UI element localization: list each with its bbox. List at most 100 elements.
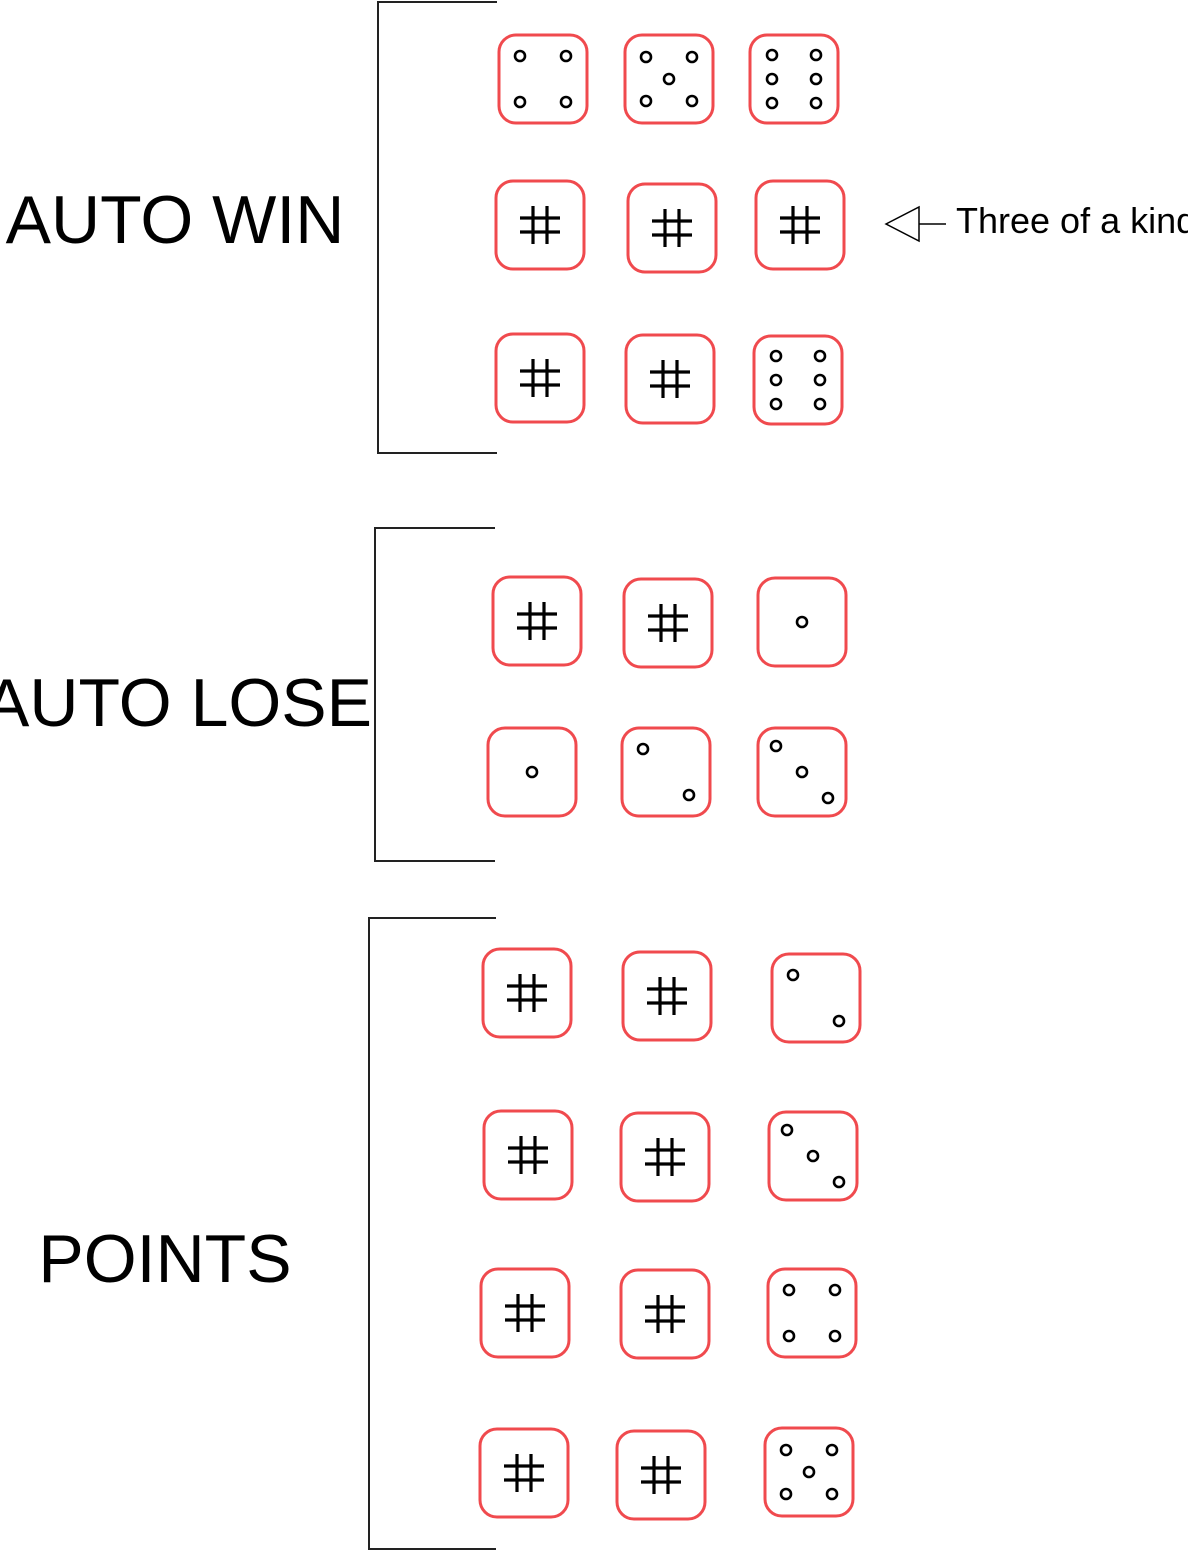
pip-icon — [832, 1014, 846, 1028]
die-frame — [619, 1268, 711, 1360]
pip-icon — [636, 742, 650, 756]
die-frame — [766, 1267, 858, 1359]
die-frame — [619, 1111, 711, 1203]
pip-icon — [832, 1175, 846, 1189]
die-frame — [626, 182, 718, 274]
die-frame — [767, 1110, 859, 1202]
hash-icon — [648, 604, 688, 642]
pip-icon — [802, 1465, 816, 1479]
die-frame — [624, 333, 716, 425]
die-one — [756, 576, 848, 668]
die-hash — [624, 333, 716, 425]
section-label-auto-lose: AUTO LOSE — [0, 665, 372, 741]
die-hash — [478, 1427, 570, 1519]
die-hash — [491, 575, 583, 667]
section-bracket — [374, 527, 495, 862]
pip-icon — [828, 1283, 842, 1297]
die-hash — [619, 1111, 711, 1203]
pip-icon — [779, 1443, 793, 1457]
section-auto-win: AUTO WIN — [6, 1, 497, 454]
hash-icon — [520, 206, 560, 244]
hash-icon — [652, 209, 692, 247]
pip-icon — [765, 96, 779, 110]
hash-icon — [504, 1454, 544, 1492]
die-three — [767, 1110, 859, 1202]
die-frame — [763, 1426, 855, 1518]
hash-icon — [645, 1138, 685, 1176]
die-hash — [482, 1109, 574, 1201]
pip-icon — [795, 615, 809, 629]
die-frame — [620, 726, 712, 818]
pip-icon — [825, 1443, 839, 1457]
pip-icon — [795, 765, 809, 779]
pip-icon — [809, 48, 823, 62]
pip-icon — [779, 1487, 793, 1501]
die-frame — [486, 726, 578, 818]
die-five — [763, 1426, 855, 1518]
die-hash — [494, 179, 586, 271]
die-hash — [619, 1268, 711, 1360]
pip-icon — [821, 791, 835, 805]
pip-icon — [813, 397, 827, 411]
die-frame — [479, 1267, 571, 1359]
hash-icon — [507, 974, 547, 1012]
die-hash — [626, 182, 718, 274]
pip-icon — [769, 397, 783, 411]
die-frame — [748, 33, 840, 125]
die-hash — [479, 1267, 571, 1359]
die-hash — [754, 179, 846, 271]
left-arrow-icon — [884, 205, 946, 243]
die-six — [748, 33, 840, 125]
die-six — [752, 334, 844, 426]
pip-icon — [685, 94, 699, 108]
pip-icon — [765, 72, 779, 86]
pip-icon — [525, 765, 539, 779]
pip-icon — [513, 95, 527, 109]
die-frame — [615, 1429, 707, 1521]
pip-icon — [769, 373, 783, 387]
die-two — [620, 726, 712, 818]
pip-icon — [513, 49, 527, 63]
pip-icon — [639, 94, 653, 108]
die-four — [497, 33, 589, 125]
pip-icon — [769, 739, 783, 753]
hash-icon — [520, 359, 560, 397]
three-of-a-kind-annotation: Three of a kind — [884, 200, 1188, 243]
die-four — [766, 1267, 858, 1359]
pip-icon — [765, 48, 779, 62]
section-auto-lose: AUTO LOSE — [0, 527, 495, 862]
die-one — [486, 726, 578, 818]
pip-icon — [780, 1123, 794, 1137]
die-frame — [622, 577, 714, 669]
pip-icon — [825, 1487, 839, 1501]
section-bracket — [368, 917, 496, 1550]
pip-icon — [769, 349, 783, 363]
hash-icon — [645, 1295, 685, 1333]
die-hash — [621, 950, 713, 1042]
hash-icon — [641, 1456, 681, 1494]
die-hash — [622, 577, 714, 669]
die-frame — [754, 179, 846, 271]
hash-icon — [780, 206, 820, 244]
die-frame — [756, 726, 848, 818]
die-frame — [478, 1427, 570, 1519]
die-frame — [481, 947, 573, 1039]
section-label-points: POINTS — [38, 1221, 291, 1297]
pip-icon — [559, 95, 573, 109]
pip-icon — [685, 50, 699, 64]
die-frame — [491, 575, 583, 667]
die-frame — [623, 33, 715, 125]
pip-icon — [828, 1329, 842, 1343]
die-hash — [481, 947, 573, 1039]
die-hash — [615, 1429, 707, 1521]
hash-icon — [508, 1136, 548, 1174]
pip-icon — [806, 1149, 820, 1163]
section-bracket — [377, 1, 497, 454]
pip-icon — [809, 72, 823, 86]
section-points: POINTS — [38, 917, 496, 1550]
hash-icon — [517, 602, 557, 640]
pip-icon — [782, 1283, 796, 1297]
pip-icon — [662, 72, 676, 86]
die-frame — [494, 179, 586, 271]
